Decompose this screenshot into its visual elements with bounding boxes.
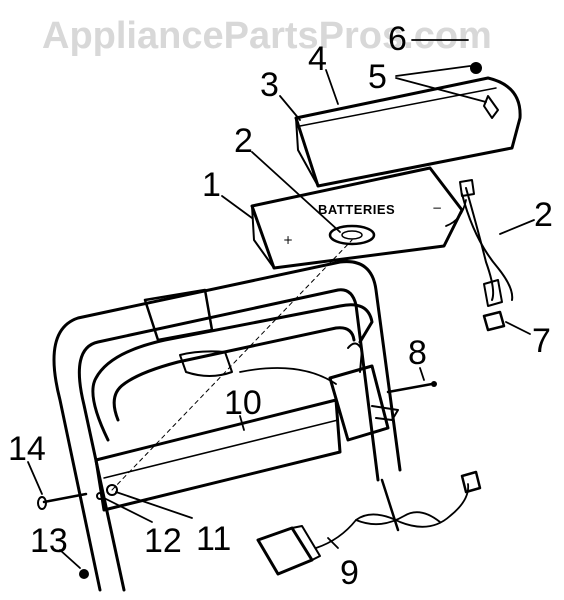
switch-housing [328, 364, 390, 442]
harness-wire-a [465, 187, 495, 301]
cap-nut [79, 569, 89, 579]
handle-frame-outer [52, 260, 402, 592]
fastener [483, 95, 499, 119]
battery-box-outline [250, 166, 464, 270]
frame-leg [380, 478, 400, 532]
alignment-line [111, 239, 353, 491]
battery-cover-ridge [299, 87, 497, 127]
battery-cap-inner [341, 230, 363, 240]
leader-9 [327, 537, 339, 549]
leader-14 [27, 461, 43, 495]
battery-box: BATTERIES + − [250, 166, 464, 270]
battery-cover [294, 62, 522, 188]
callout-14: 14 [8, 430, 46, 468]
charger [256, 470, 482, 576]
wire-harness [445, 179, 514, 332]
crossbar-panel [94, 398, 342, 512]
callout-numbers: 1 2 2 3 4 5 6 7 8 9 10 11 12 13 14 [8, 20, 553, 592]
battery-cap [328, 224, 376, 246]
callout-2-right: 2 [534, 196, 553, 234]
leader-3 [279, 95, 301, 121]
bail-bar-inner [112, 326, 356, 422]
leader-5-a [395, 65, 471, 77]
harness-plug-top [459, 179, 475, 197]
callout-8: 8 [408, 334, 427, 372]
callout-12: 12 [144, 522, 182, 560]
callout-11: 11 [196, 520, 231, 558]
harness-wire-b [461, 193, 514, 301]
battery-cover-outline [294, 76, 522, 188]
callout-1: 1 [202, 166, 221, 204]
leader-1 [221, 195, 253, 219]
leader-4 [325, 69, 339, 105]
leader-2-right [499, 219, 535, 235]
handle-assembly [52, 260, 402, 592]
leader-8 [419, 367, 425, 381]
leader-5-b [395, 77, 487, 103]
handle-clip [143, 288, 214, 342]
callout-5: 5 [368, 58, 387, 96]
lock-washer [96, 492, 104, 500]
callout-3: 3 [260, 66, 279, 104]
charger-cord-loop [355, 511, 441, 526]
callout-13: 13 [30, 522, 68, 560]
leader-11 [115, 491, 193, 519]
bolt [386, 382, 434, 394]
watermark-text: AppliancePartsPros.com [42, 15, 492, 57]
switch-lever [347, 342, 363, 373]
pin [42, 492, 88, 504]
pin-head [37, 496, 47, 510]
nut [470, 62, 482, 74]
charger-cord [315, 483, 470, 549]
callout-6: 6 [388, 20, 407, 58]
callout-4: 4 [308, 40, 327, 78]
battery-box-label: BATTERIES [318, 202, 395, 217]
connector-cap [482, 310, 506, 332]
leader-10 [239, 415, 245, 431]
handle-grip [179, 350, 233, 377]
washer [106, 484, 118, 496]
battery-cover-side [295, 117, 319, 187]
bolt-head [431, 381, 437, 387]
leader-13 [59, 549, 81, 569]
callout-7: 7 [532, 322, 551, 360]
callout-2-left: 2 [234, 122, 253, 160]
negative-terminal-symbol: − [432, 201, 442, 215]
switch-tab [371, 405, 399, 421]
handle-wire [239, 367, 337, 385]
leader-12 [103, 497, 153, 523]
battery-lead [445, 199, 467, 227]
leader-7 [505, 321, 531, 335]
charger-side [291, 525, 321, 561]
bail-bar-outer [91, 303, 374, 442]
handle-frame-inner [77, 288, 380, 592]
charger-plug [460, 470, 482, 494]
positive-terminal-symbol: + [283, 233, 293, 247]
callout-10: 10 [224, 384, 262, 422]
charger-body [256, 526, 314, 576]
callout-9: 9 [340, 554, 359, 592]
crossbar-edge [103, 419, 339, 479]
leader-lines [27, 39, 535, 569]
leader-2-left [251, 151, 341, 233]
harness-connector [483, 279, 503, 307]
battery-box-side [251, 205, 275, 269]
